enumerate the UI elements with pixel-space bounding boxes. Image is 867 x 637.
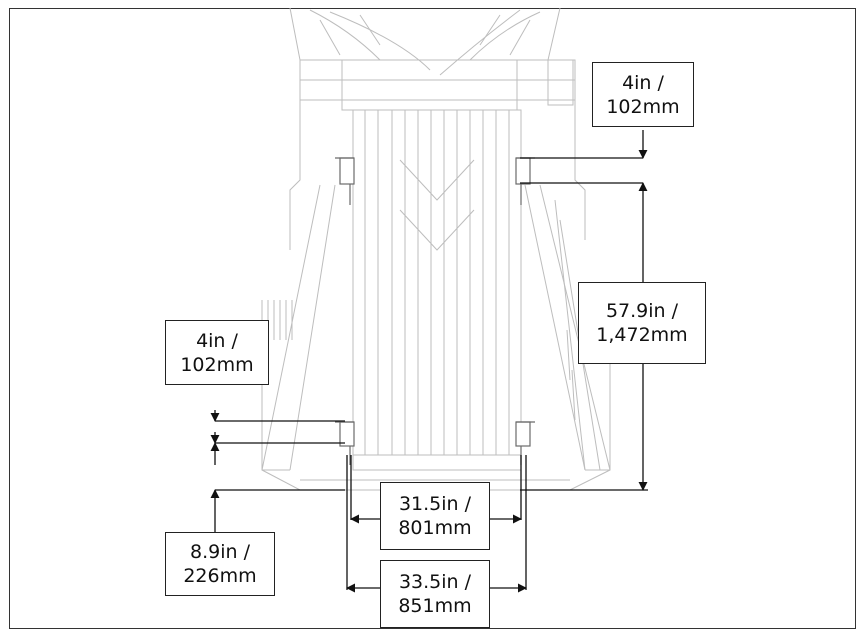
bottom-height-line1: 8.9in / <box>190 541 250 563</box>
outer-width-label: 33.5in / 851mm <box>380 560 490 628</box>
vertical-span-line1: 57.9in / <box>605 300 679 322</box>
top-gap-line2: 102mm <box>606 95 680 118</box>
outer-width-line2: 851mm <box>398 595 472 617</box>
vertical-span-line2: 1,472mm <box>596 324 688 346</box>
bottom-height-line2: 226mm <box>183 565 257 587</box>
left-gap-line1: 4in / <box>196 329 238 352</box>
top-gap-label: 4in / 102mm <box>592 62 694 127</box>
top-gap-line1: 4in / <box>622 71 664 94</box>
machine-illustration <box>261 7 611 491</box>
outer-width-line1: 33.5in / <box>398 571 472 593</box>
inner-width-line2: 801mm <box>398 517 472 539</box>
inner-width-label: 31.5in / 801mm <box>380 482 490 550</box>
vertical-span-label: 57.9in / 1,472mm <box>578 282 706 364</box>
left-gap-line2: 102mm <box>180 353 254 376</box>
inner-width-line1: 31.5in / <box>398 493 472 515</box>
bottom-height-label: 8.9in / 226mm <box>165 532 275 596</box>
left-gap-label: 4in / 102mm <box>165 320 269 385</box>
